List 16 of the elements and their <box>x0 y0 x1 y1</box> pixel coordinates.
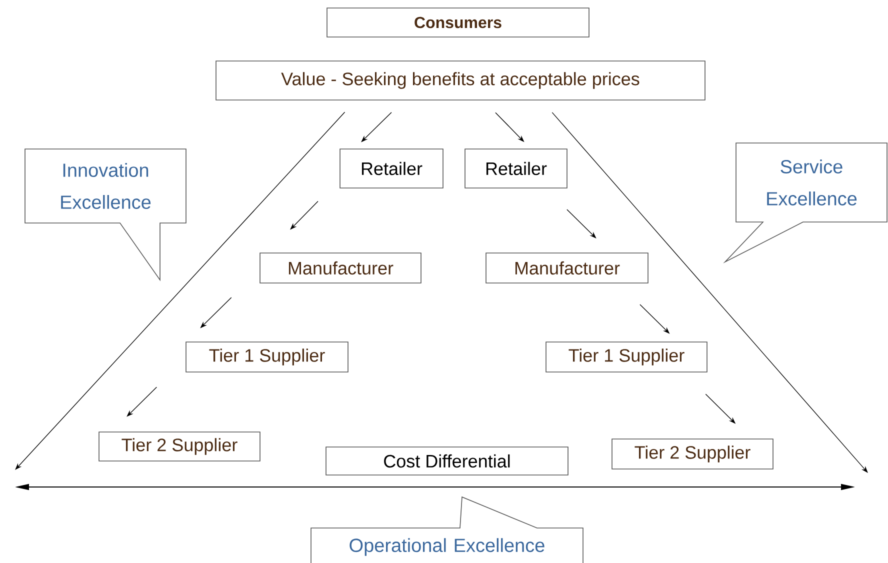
label-box: Tier 2 Supplier <box>98 432 260 462</box>
callout-box: Service Excellence <box>723 142 888 264</box>
label-box: Consumers <box>326 8 590 38</box>
label-box: Tier 1 Supplier <box>546 342 708 372</box>
callout-box: Innovation Excellence <box>24 148 186 282</box>
label-box: Tier 2 Supplier <box>612 438 774 470</box>
label-box: Retailer <box>464 148 568 188</box>
arrow <box>15 112 346 470</box>
label-box: Value - Seeking benefits at acceptable prices <box>216 60 706 100</box>
label-box: Retailer <box>340 148 444 188</box>
label-box: Manufacturer <box>486 252 648 284</box>
arrow <box>552 112 868 473</box>
label-box: Cost Differential <box>326 446 568 476</box>
label-box: Manufacturer <box>260 252 422 284</box>
label-box: Tier 1 Supplier <box>186 342 348 372</box>
callout-box: Operational Excellence <box>310 496 584 563</box>
